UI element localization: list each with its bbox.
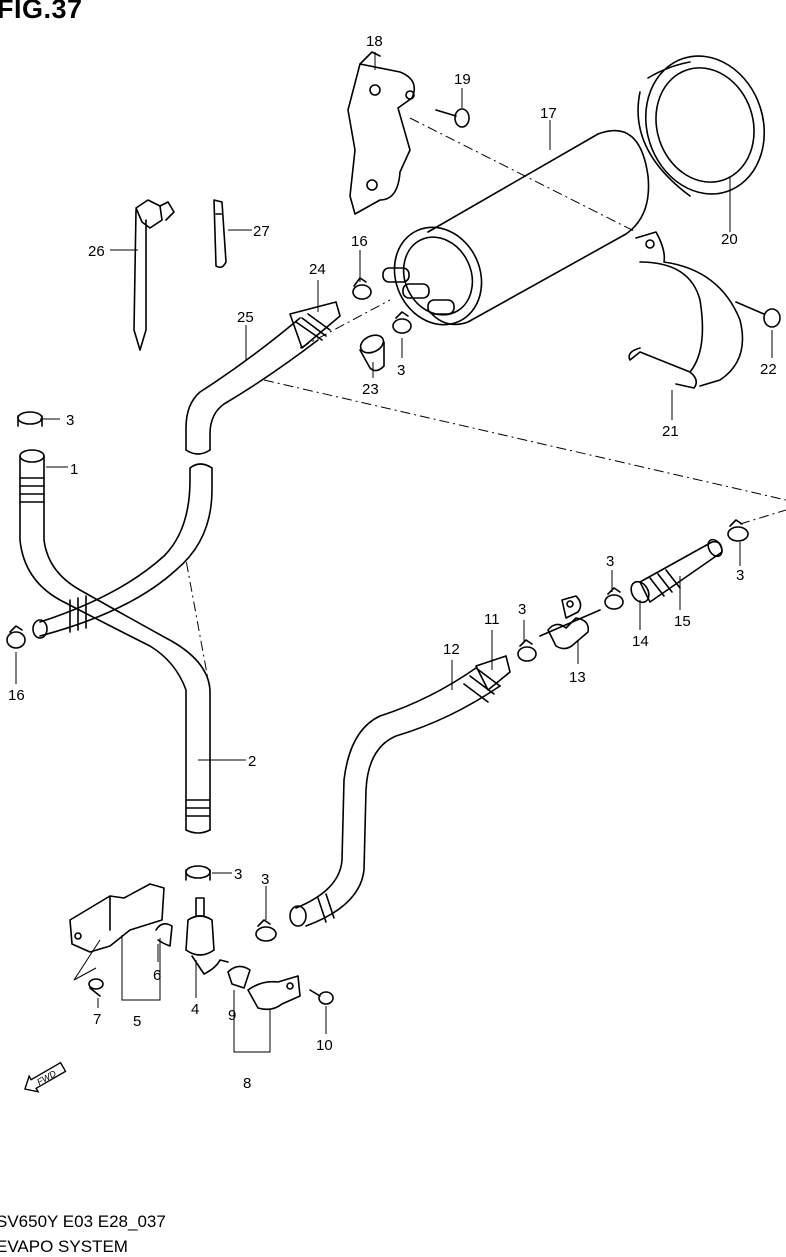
part-label-9: 9	[228, 1007, 236, 1024]
sleeve-part-20	[637, 55, 766, 197]
figure-title: FIG.37	[0, 0, 83, 24]
part-label-17: 17	[540, 105, 557, 122]
part-label-15: 15	[674, 613, 691, 630]
footer-diagram-code: SV650Y E03 E28_037	[0, 1212, 166, 1231]
part-label-11: 11	[484, 611, 500, 628]
part-label-2: 2	[248, 753, 256, 770]
clamp-part-3-near-14	[604, 587, 624, 610]
fwd-arrow-icon: FWD	[24, 1061, 67, 1093]
hose-part-2	[32, 463, 213, 639]
part-label-25: 25	[237, 309, 254, 326]
part-label-3g: 3	[736, 567, 744, 584]
clip-part-27	[213, 199, 227, 269]
part-label-12: 12	[443, 641, 460, 658]
bracket-part-8	[247, 975, 301, 1011]
fitting-part-13	[539, 595, 601, 650]
canister-part-17	[382, 129, 650, 326]
clamp-part-3-lower	[185, 865, 211, 881]
clamp-part-3-right	[727, 519, 749, 542]
screw-part-22	[735, 301, 781, 328]
part-label-13: 13	[569, 669, 586, 686]
clamp-part-3-lower-right	[255, 919, 277, 942]
part-label-27: 27	[253, 223, 270, 240]
part-label-18: 18	[366, 33, 383, 50]
clamp-part-16-top	[352, 277, 372, 300]
part-label-20: 20	[721, 231, 738, 248]
part-label-10: 10	[316, 1037, 333, 1054]
clamp-part-3-top-left	[17, 411, 43, 427]
clamp-part-3-canister	[392, 311, 412, 334]
parts-diagram: 1 2 3 3 3 3 3 3 3 4 5 6 7 8 9 10 11 12 1…	[6, 33, 786, 1093]
part-label-8: 8	[243, 1075, 251, 1092]
part-label-22: 22	[760, 361, 777, 378]
part-label-4: 4	[191, 1001, 199, 1018]
hose-part-12	[289, 667, 501, 927]
part-label-3e: 3	[518, 601, 526, 618]
clip-part-6	[155, 922, 173, 947]
clip-part-26	[133, 199, 175, 351]
clip-part-9	[227, 965, 251, 989]
valve-part-4	[185, 897, 229, 975]
part-label-3f: 3	[606, 553, 614, 570]
part-label-23: 23	[362, 381, 379, 398]
part-label-14: 14	[632, 633, 649, 650]
part-label-21: 21	[662, 423, 679, 440]
part-label-3b: 3	[397, 362, 405, 379]
part-label-3a: 3	[66, 412, 74, 429]
part-label-3d: 3	[261, 871, 269, 888]
screw-part-7	[88, 978, 104, 997]
cap-part-23	[359, 334, 385, 372]
hose-part-25	[185, 301, 341, 455]
clamp-part-16-left	[6, 625, 26, 649]
footer-system-name: EVAPO SYSTEM	[0, 1237, 128, 1256]
part-label-24: 24	[309, 261, 326, 278]
bolt-part-10	[309, 989, 334, 1005]
part-label-7: 7	[93, 1011, 101, 1028]
part-label-16a: 16	[8, 687, 25, 704]
hose-part-1	[19, 449, 211, 834]
part-label-6: 6	[153, 967, 161, 984]
screw-part-19	[435, 108, 470, 128]
bracket-part-18	[347, 51, 416, 215]
clamp-part-3-mid	[517, 639, 537, 662]
bracket-part-5	[69, 883, 165, 953]
part-label-19: 19	[454, 71, 471, 88]
part-label-1: 1	[70, 461, 78, 478]
part-label-5: 5	[133, 1013, 141, 1030]
hose-part-11	[475, 655, 511, 691]
part-label-26: 26	[88, 243, 105, 260]
clamp-band-part-21	[628, 231, 744, 389]
hose-part-15	[630, 538, 723, 604]
part-label-16b: 16	[351, 233, 368, 250]
part-label-3c: 3	[234, 866, 242, 883]
